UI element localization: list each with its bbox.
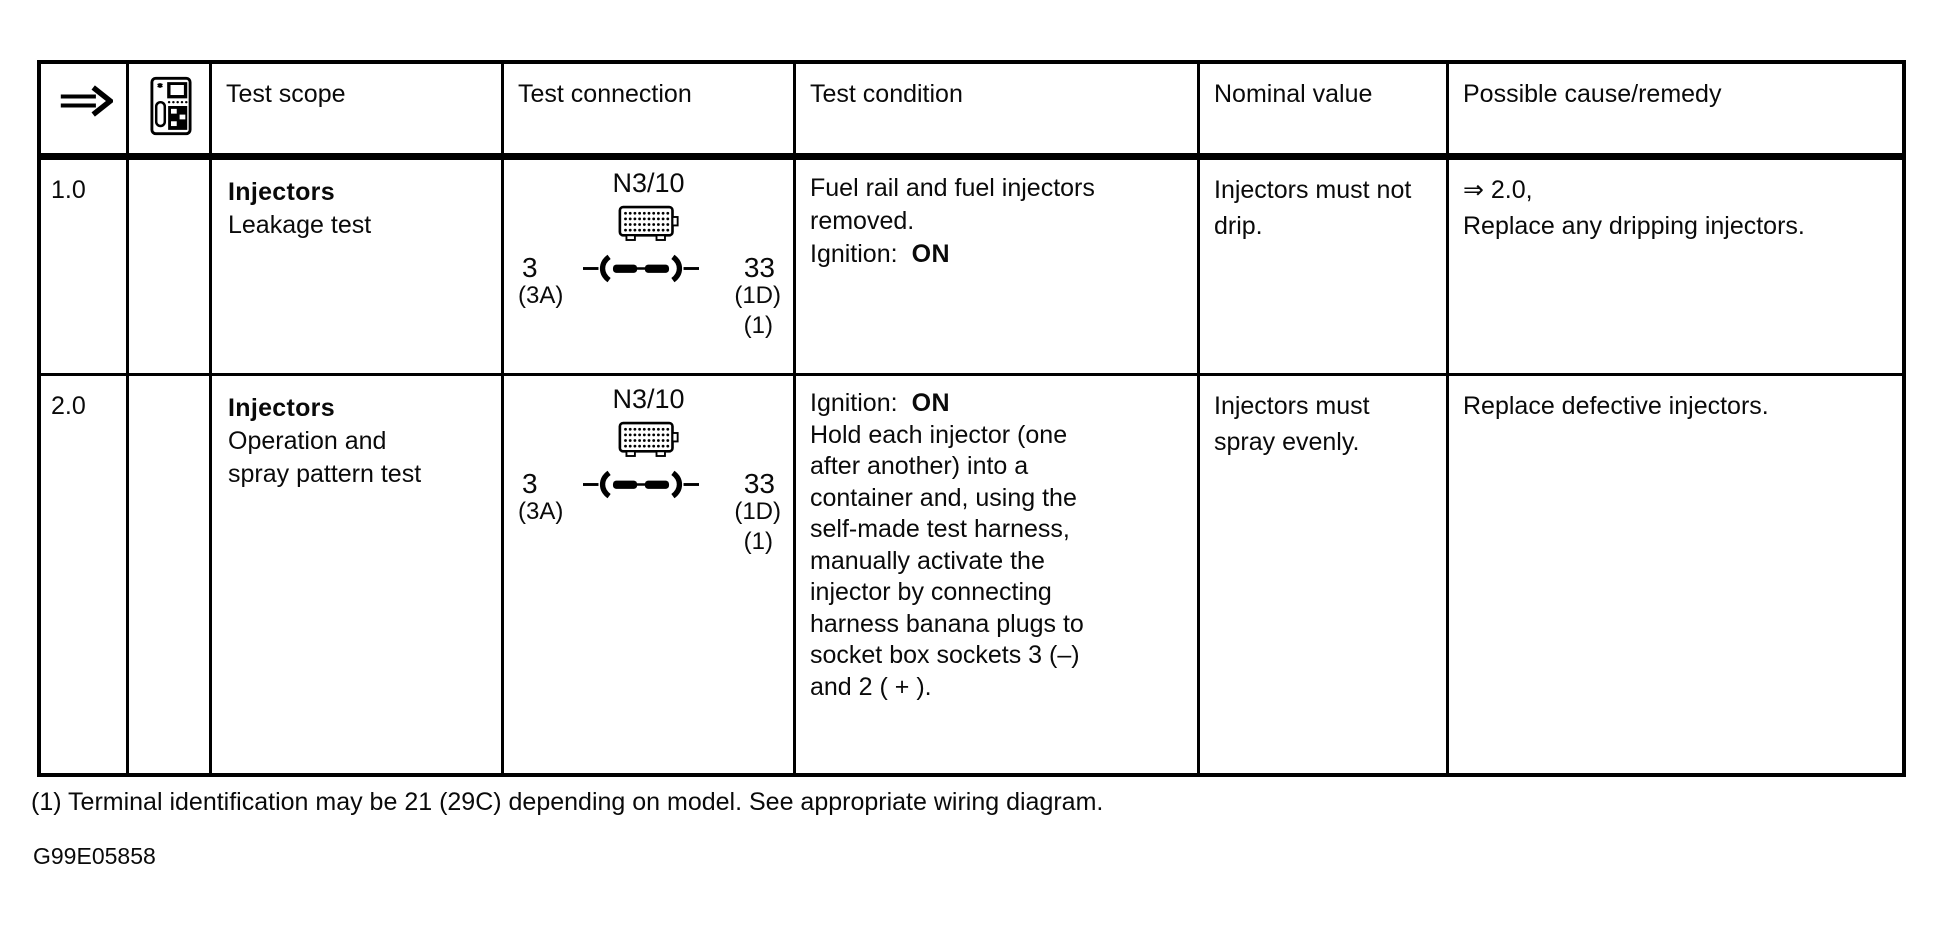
condition-line: injector by connecting xyxy=(810,578,1052,606)
row1-right-pin: 33 xyxy=(743,252,775,283)
row1-socket-labels: (3A) (1D) xyxy=(504,282,793,310)
row2-tester-cell xyxy=(129,376,212,773)
row1-left-socket-label: (3A) xyxy=(518,282,564,309)
condition-line: self-made test harness, xyxy=(810,515,1070,543)
row2-test-condition: Ignition: ON Hold each injector (one afte… xyxy=(796,376,1200,773)
row2-scope-line: spray pattern test xyxy=(228,460,422,488)
test-probe-lead-icon xyxy=(582,254,699,282)
row1-footnote-ref: (1) xyxy=(743,312,773,339)
multi-pin-connector-icon xyxy=(618,421,679,457)
row2-test-scope: Injectors Operation and spray pattern te… xyxy=(212,376,504,773)
condition-line: Fuel rail and fuel injectors xyxy=(810,174,1095,202)
row1-pin-row: 3 33 xyxy=(504,252,793,284)
header-test-connection: Test connection xyxy=(504,64,796,160)
row2-scope-line: Operation and xyxy=(228,427,387,455)
condition-line: Hold each injector (one xyxy=(810,420,1068,449)
row2-left-socket-label: (3A) xyxy=(518,498,564,525)
condition-line: manually activate the xyxy=(810,546,1045,575)
row1-test-connection: N3/10 3 xyxy=(504,160,796,376)
row2-socket-labels: (3A) (1D) xyxy=(504,498,793,526)
ignition-value: ON xyxy=(911,240,951,268)
double-right-arrow-icon xyxy=(60,85,113,117)
row1-component-label: N3/10 xyxy=(612,168,685,198)
row2-scope-title: Injectors xyxy=(228,394,335,422)
condition-line: container and, using the xyxy=(810,483,1077,512)
document-code: G99E05858 xyxy=(33,843,156,869)
row1-right-socket-label: (1D) xyxy=(734,282,781,309)
multi-pin-connector-icon xyxy=(618,205,679,241)
row2-remedy: Replace defective injectors. xyxy=(1449,376,1902,773)
header-step-column xyxy=(41,64,129,160)
ignition-value: ON xyxy=(911,389,951,417)
header-nominal-value: Nominal value xyxy=(1200,64,1449,160)
ignition-label: Ignition: xyxy=(810,240,898,268)
remedy-line: Replace defective injectors. xyxy=(1463,392,1769,420)
header-test-scope: Test scope xyxy=(212,64,504,160)
row1-remedy: ⇒ 2.0, Replace any dripping injectors. xyxy=(1449,160,1902,376)
row1-nominal-value: Injectors must not drip. xyxy=(1200,160,1449,376)
terminal-footnote: (1) Terminal identification may be 21 (2… xyxy=(31,788,1104,816)
condition-line: and 2 ( + ). xyxy=(810,672,932,701)
row2-left-pin: 3 xyxy=(522,468,538,499)
row1-scope-line: Leakage test xyxy=(228,211,372,239)
test-probe-lead-icon xyxy=(582,470,699,498)
condition-line: removed. xyxy=(810,207,915,235)
row2-right-socket-label: (1D) xyxy=(734,498,781,525)
row1-left-pin: 3 xyxy=(522,252,538,283)
row2-nominal-value: Injectors must spray evenly. xyxy=(1200,376,1449,773)
row2-right-pin: 33 xyxy=(743,468,775,499)
row1-scope-title: Injectors xyxy=(228,178,335,206)
ignition-label: Ignition: xyxy=(810,389,898,417)
row1-tester-cell xyxy=(129,160,212,376)
condition-line: harness banana plugs to xyxy=(810,609,1084,638)
handheld-tester-icon xyxy=(150,76,192,136)
row2-pin-row: 3 33 xyxy=(504,468,793,500)
header-test-condition: Test condition xyxy=(796,64,1200,160)
test-procedure-table: Test scope Test connection Test conditio… xyxy=(37,60,1906,777)
condition-line: socket box sockets 3 (–) xyxy=(810,641,1080,669)
header-tester-column xyxy=(129,64,212,160)
ignition-line: Ignition: ON xyxy=(810,238,1187,271)
ignition-line: Ignition: ON xyxy=(810,388,1187,420)
row1-test-scope: Injectors Leakage test xyxy=(212,160,504,376)
row2-footnote-ref: (1) xyxy=(743,528,773,555)
condition-line: after another) into a xyxy=(810,452,1029,480)
row1-test-condition: Fuel rail and fuel injectors removed. Ig… xyxy=(796,160,1200,376)
row1-step-number: 1.0 xyxy=(41,160,129,376)
row2-component-label: N3/10 xyxy=(612,384,685,414)
remedy-line: ⇒ 2.0, xyxy=(1463,176,1533,204)
remedy-line: Replace any dripping injectors. xyxy=(1463,212,1805,240)
row2-test-connection: N3/10 3 xyxy=(504,376,796,773)
header-possible-cause-remedy: Possible cause/remedy xyxy=(1449,64,1902,160)
row2-step-number: 2.0 xyxy=(41,376,129,773)
